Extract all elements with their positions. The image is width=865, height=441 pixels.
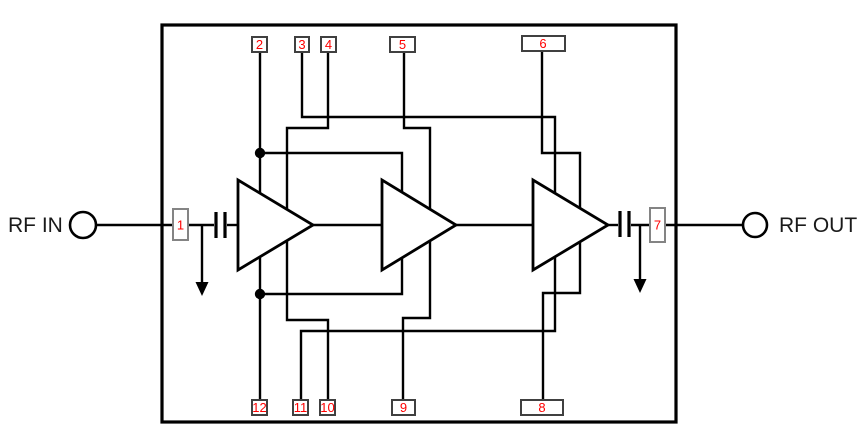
pin-8: 8 <box>520 399 564 416</box>
pin-box-8 <box>520 399 564 416</box>
pin-label-1: 1 <box>177 218 184 233</box>
output-dc-block-capacitor <box>618 211 631 237</box>
ground-arrow-icon <box>633 279 647 293</box>
pin-11: 11 <box>292 399 309 416</box>
input-dc-block-capacitor <box>214 212 227 238</box>
pin-box-2 <box>251 36 268 53</box>
pin-label-9: 9 <box>400 400 407 415</box>
pin-1: 1 <box>172 208 189 241</box>
pin-box-7 <box>649 207 666 243</box>
amplifier-stage-3 <box>531 177 611 273</box>
pin-5: 5 <box>389 36 416 53</box>
ground-arrow-icon <box>195 282 209 296</box>
pin-3: 3 <box>294 36 310 53</box>
pin-box-1 <box>172 208 189 241</box>
pin-12: 12 <box>251 399 268 416</box>
amplifier-stage-1 <box>236 177 316 273</box>
pin-4: 4 <box>320 36 337 53</box>
pin-label-11: 11 <box>294 400 308 415</box>
pin-10: 10 <box>319 399 336 416</box>
pin-label-2: 2 <box>256 37 263 52</box>
chip-outline <box>160 23 678 424</box>
pin-box-12 <box>251 399 268 416</box>
pin-box-6 <box>521 35 566 52</box>
junction-dot-lower <box>254 288 266 300</box>
pin-box-4 <box>320 36 337 53</box>
input-ground-stub <box>195 225 209 296</box>
amplifier-stage-2 <box>380 177 459 273</box>
pin-7: 7 <box>649 207 666 243</box>
pin-label-12: 12 <box>252 400 266 415</box>
output-ground-stub <box>633 225 647 293</box>
rf-in-port-circle <box>68 210 98 240</box>
pin-box-10 <box>319 399 336 416</box>
pin-box-9 <box>391 399 416 416</box>
pin-box-5 <box>389 36 416 53</box>
rf-out-label: RF OUT <box>779 214 857 237</box>
pin-label-7: 7 <box>654 218 661 233</box>
pin-label-6: 6 <box>539 36 546 51</box>
rf-out-port-circle <box>741 211 769 239</box>
pin-label-4: 4 <box>325 37 332 52</box>
pin-label-3: 3 <box>298 37 305 52</box>
rf-in-label: RF IN <box>8 214 63 237</box>
pin-9: 9 <box>391 399 416 416</box>
pin-2: 2 <box>251 36 268 53</box>
junction-dot-upper <box>254 147 266 159</box>
pin-label-10: 10 <box>320 400 334 415</box>
pin-label-8: 8 <box>538 400 545 415</box>
pin-box-11 <box>292 399 309 416</box>
pin-label-5: 5 <box>399 37 406 52</box>
pin-box-3 <box>294 36 310 53</box>
pin-6: 6 <box>521 35 566 52</box>
